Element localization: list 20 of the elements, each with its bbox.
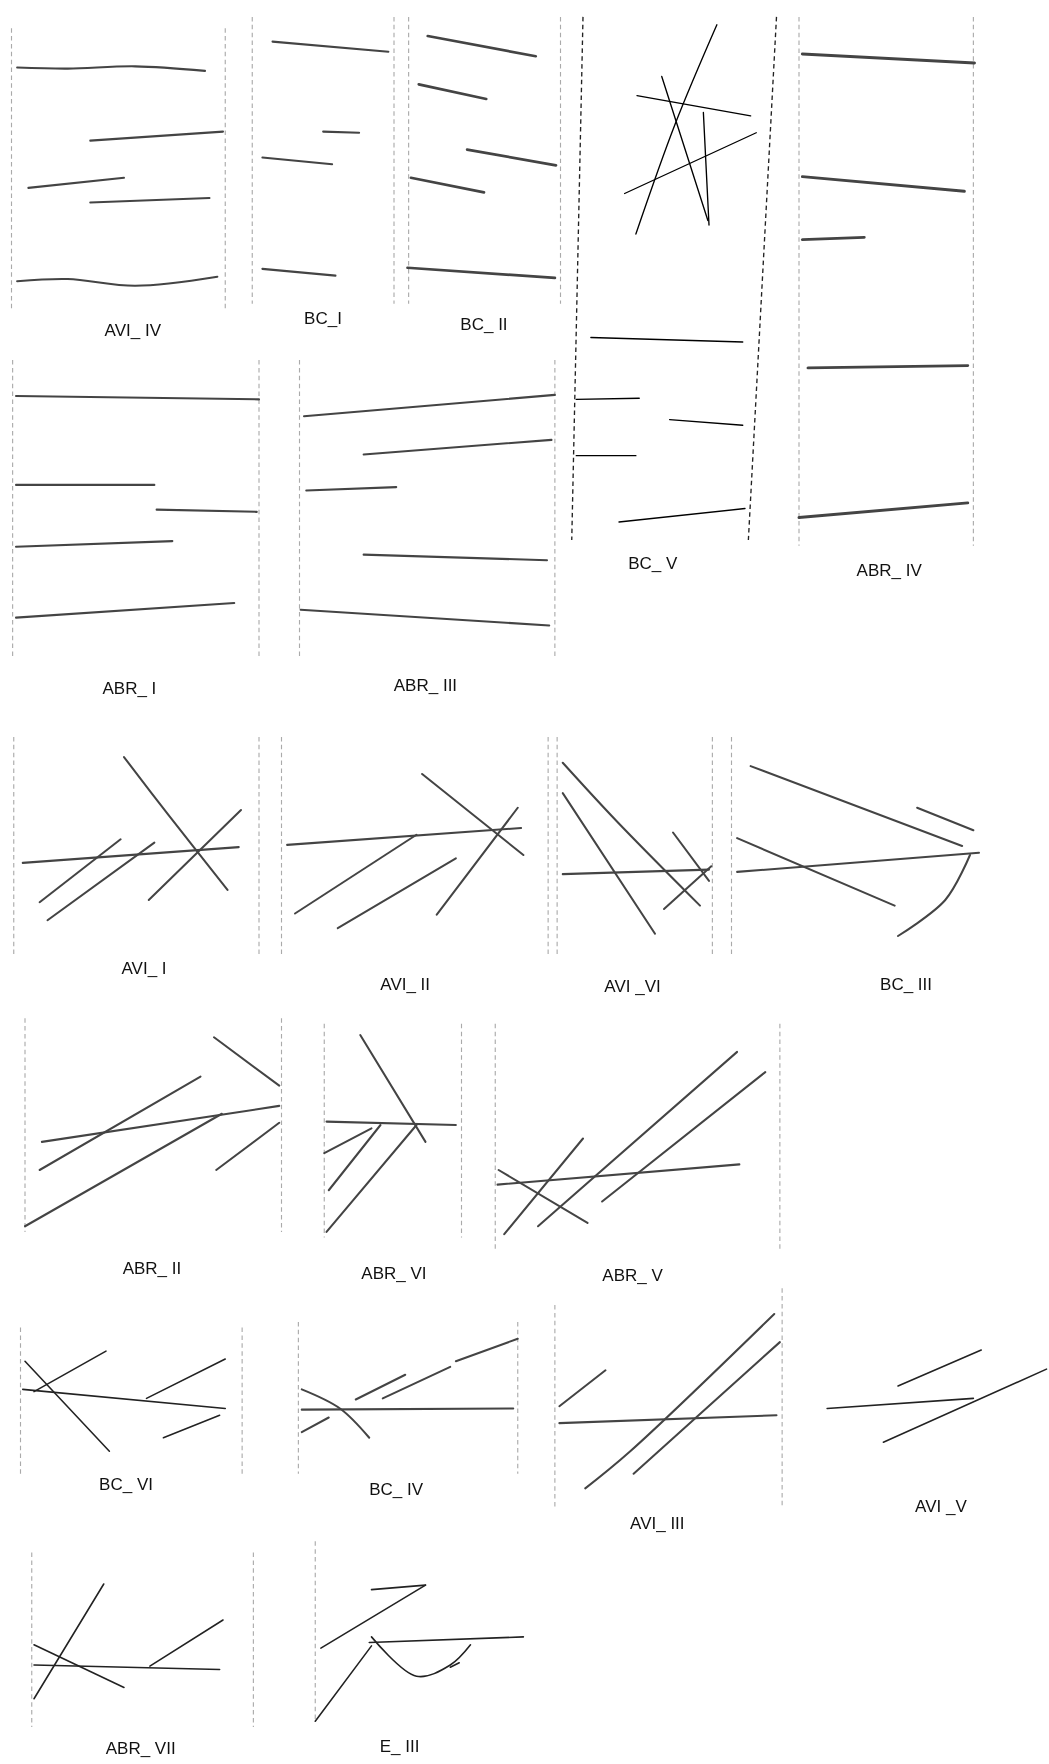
panel-label: BC_ III xyxy=(880,974,933,995)
panel-label: BC_ V xyxy=(628,554,678,574)
panel-label: ABR_ II xyxy=(122,1258,182,1279)
panel-label: BC_ IV xyxy=(369,1480,424,1501)
panel-label: BC_ II xyxy=(460,315,508,336)
panel-label: AVI _V xyxy=(915,1497,967,1518)
panel-label: AVI_ IV xyxy=(104,321,161,342)
panel-label: BC_ VI xyxy=(99,1474,153,1495)
panel-label: ABR_ III xyxy=(393,675,458,696)
panel-label: ABR_ VI xyxy=(361,1264,427,1285)
panel-label: ABR_ I xyxy=(102,678,157,699)
panel-label: AVI_ III xyxy=(630,1514,685,1535)
panel-label: E_ III xyxy=(379,1736,420,1757)
panel-label: ABR_ V xyxy=(602,1266,663,1287)
panel-label: AVI_ II xyxy=(380,974,431,995)
panel-label: AVI _VI xyxy=(604,977,661,998)
panel-label: BC_I xyxy=(304,308,342,329)
panel-label: AVI_ I xyxy=(121,959,167,980)
panel-label: ABR_ IV xyxy=(856,560,922,581)
panel-label: ABR_ VII xyxy=(105,1739,176,1760)
